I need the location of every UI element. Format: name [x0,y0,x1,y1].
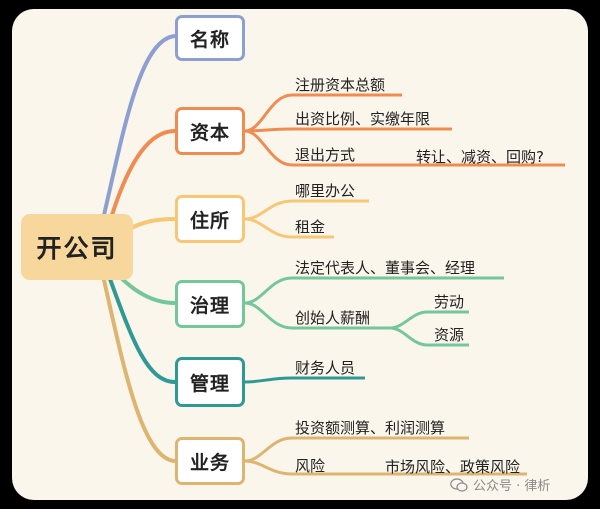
watermark-text: 公众号 · 律析 [473,479,551,494]
link-root-business [102,278,177,463]
leaf-residence-office[interactable]: 哪里办公 [295,182,356,200]
link-governance-leaf-2 [244,301,390,330]
connector-lines [102,34,565,476]
leaf-business-calculation[interactable]: 投资额测算、利润测算 [295,419,446,437]
root-node[interactable]: 开公司 [21,214,133,280]
watermark: 公众号 · 律析 [450,475,550,494]
link-governance-leaf-1 [244,276,504,305]
link-capital-leaf-2 [244,127,452,133]
mind-map-canvas: 开公司 名称 资本 住所 治理 管理 业务 注册资本总额 出资比例、实缴年限 退… [12,9,588,500]
leaf-business-risk[interactable]: 风险 [295,457,326,475]
leaf-governance-founder-pay[interactable]: 创始人薪酬 [295,309,371,327]
branch-node-management[interactable]: 管理 [175,357,245,407]
link-capital-leaf-3 [244,129,400,167]
link-root-management [108,277,177,384]
leaf-governance-resources[interactable]: 资源 [434,326,465,344]
branch-node-capital[interactable]: 资本 [175,107,245,155]
leaf-capital-ratio[interactable]: 出资比例、实缴年限 [295,110,431,128]
branch-node-name[interactable]: 名称 [175,15,245,61]
link-residence-leaf-2 [244,217,334,239]
link-management-leaf-1 [244,376,365,384]
leaf-capital-exit[interactable]: 退出方式 [295,146,356,164]
wechat-icon [450,477,468,492]
leaf-capital-total[interactable]: 注册资本总额 [295,76,386,94]
link-business-leaf-2 [244,459,372,476]
leaf-governance-labor[interactable]: 劳动 [434,293,465,311]
leaf-business-risk-types[interactable]: 市场风险、政策风险 [385,458,521,476]
leaf-capital-exit-methods[interactable]: 转让、减资、回购? [416,148,544,166]
leaf-governance-officers[interactable]: 法定代表人、董事会、经理 [295,259,476,277]
branch-node-business[interactable]: 业务 [175,437,245,485]
leaf-management-finance-staff[interactable]: 财务人员 [295,359,356,377]
branch-node-governance[interactable]: 治理 [175,280,245,328]
link-root-capital [110,129,177,217]
link-governance-sub-2 [389,326,469,347]
link-root-name [102,34,177,217]
branch-node-residence[interactable]: 住所 [175,195,245,243]
leaf-residence-rent[interactable]: 租金 [295,218,326,236]
